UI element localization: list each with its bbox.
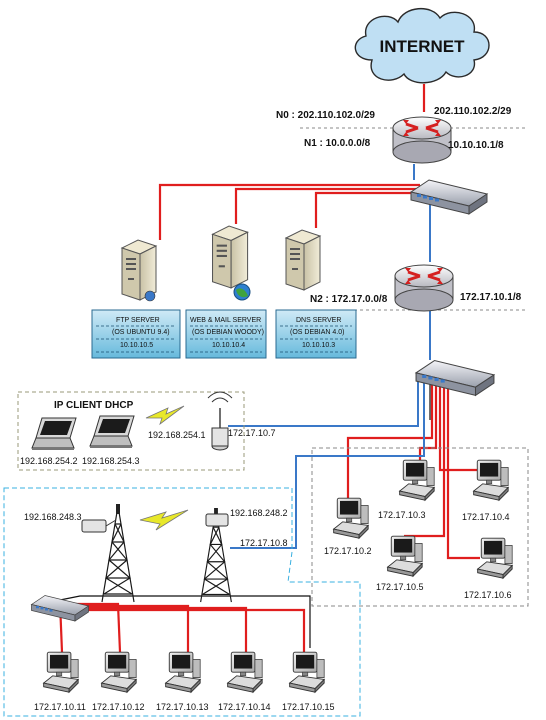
pc-icon [387,535,423,577]
lan-pc-ip-2: 172.17.10.3 [378,510,426,520]
pc-icon [399,459,435,501]
laptop-2-icon [89,415,135,449]
web-server-icon [212,225,249,289]
internet-cloud: INTERNET [354,8,490,84]
n1-label: N1 : 10.0.0.0/8 [304,138,371,149]
ftp-server [121,239,157,302]
pc-icon [333,497,369,539]
lan-pc-ip-4: 172.17.10.5 [376,582,424,592]
dhcp-client-group: IP CLIENT DHCP 192.168.254.2 192.168.254… [17,391,276,471]
laptop-1-ip: 192.168.254.2 [20,456,78,466]
pc-icon [473,459,509,501]
bridge-left-icon [81,519,117,533]
remote-pc-ip-4: 172.17.10.14 [218,702,271,712]
ftp-server-name: FTP SERVER [116,317,160,324]
dns-server [285,229,321,291]
remote-pc-ip-1: 172.17.10.11 [34,702,86,712]
bridge-right-icon [205,513,229,527]
remote-site-outline [3,487,361,717]
lan-pc-ip-5: 172.17.10.6 [464,590,512,600]
pc-icon [43,651,79,693]
web-server-name: WEB & MAIL SERVER [190,317,261,324]
wireless-link-lightning-icon [139,509,189,531]
n0-label: N0 : 202.110.102.0/29 [276,110,375,121]
pc-icon [477,537,513,579]
ap-ip: 172.17.10.7 [228,428,276,438]
tower-right-ip: 192.168.248.2 [230,508,288,518]
n2-label: N2 : 172.17.0.0/8 [310,294,388,305]
dns-server-label-box: DNS SERVER (OS DEBIAN 4.0) 10.10.10.3 [275,309,357,359]
remote-pc-ip-3: 172.17.10.13 [156,702,209,712]
blue-cables [228,164,431,549]
dns-server-icon [285,229,321,291]
remote-pc-group: 172.17.10.11 172.17.10.12 172.17.10.13 1… [34,651,335,712]
tower-left-icon [101,504,135,603]
web-mail-server [212,225,251,301]
tower-left-ip: 192.168.248.3 [24,512,82,522]
remote-pc-ip-2: 172.17.10.12 [92,702,145,712]
pc-icon [165,651,201,693]
lan-pc-ip-3: 172.17.10.4 [462,512,510,522]
ftp-server-os: (OS UBUNTU 9.4) [112,329,170,336]
web-server-os: (OS DEBIAN WOODY) [192,329,264,336]
lan-pc-ip-1: 172.17.10.2 [324,546,372,556]
mid-router-lan-ip: 172.17.10.1/8 [460,292,522,303]
laptop-1-icon [31,417,77,451]
laptop-2-ip: 192.168.254.3 [82,456,140,466]
top-router-icon [392,115,452,165]
access-point-icon [207,391,233,451]
top-router-wan-ip: 202.110.102.2/29 [434,106,512,117]
cd-icon [144,290,156,302]
pc-icon [227,651,263,693]
lan-pc-group: 172.17.10.2 172.17.10.3 172.17.10.4 172.… [311,447,529,607]
dns-server-os: (OS DEBIAN 4.0) [290,329,344,336]
ap-client-ip: 192.168.254.1 [148,430,206,440]
top-switch-icon [410,179,488,215]
web-server-label-box: WEB & MAIL SERVER (OS DEBIAN WOODY) 10.1… [185,309,267,359]
dhcp-title: IP CLIENT DHCP [54,400,134,411]
wireless-lightning-icon [145,405,185,426]
top-router-lan-ip: 10.10.10.1/8 [448,140,504,151]
lan-switch-icon [415,360,495,396]
dns-server-name: DNS SERVER [296,317,341,324]
web-server-ip: 10.10.10.4 [212,342,245,349]
dns-server-ip: 10.10.10.3 [302,342,335,349]
ftp-server-ip: 10.10.10.5 [120,342,153,349]
tower-uplink-ip: 172.17.10.8 [240,538,288,548]
pc-icon [289,651,325,693]
red-cables [58,84,480,653]
pc-icon [101,651,137,693]
remote-pc-ip-5: 172.17.10.15 [282,702,335,712]
mid-router-icon [394,263,454,313]
ftp-server-label-box: FTP SERVER (OS UBUNTU 9.4) 10.10.10.5 [91,309,181,359]
remote-switch-icon [31,595,89,622]
internet-label: INTERNET [380,37,466,56]
